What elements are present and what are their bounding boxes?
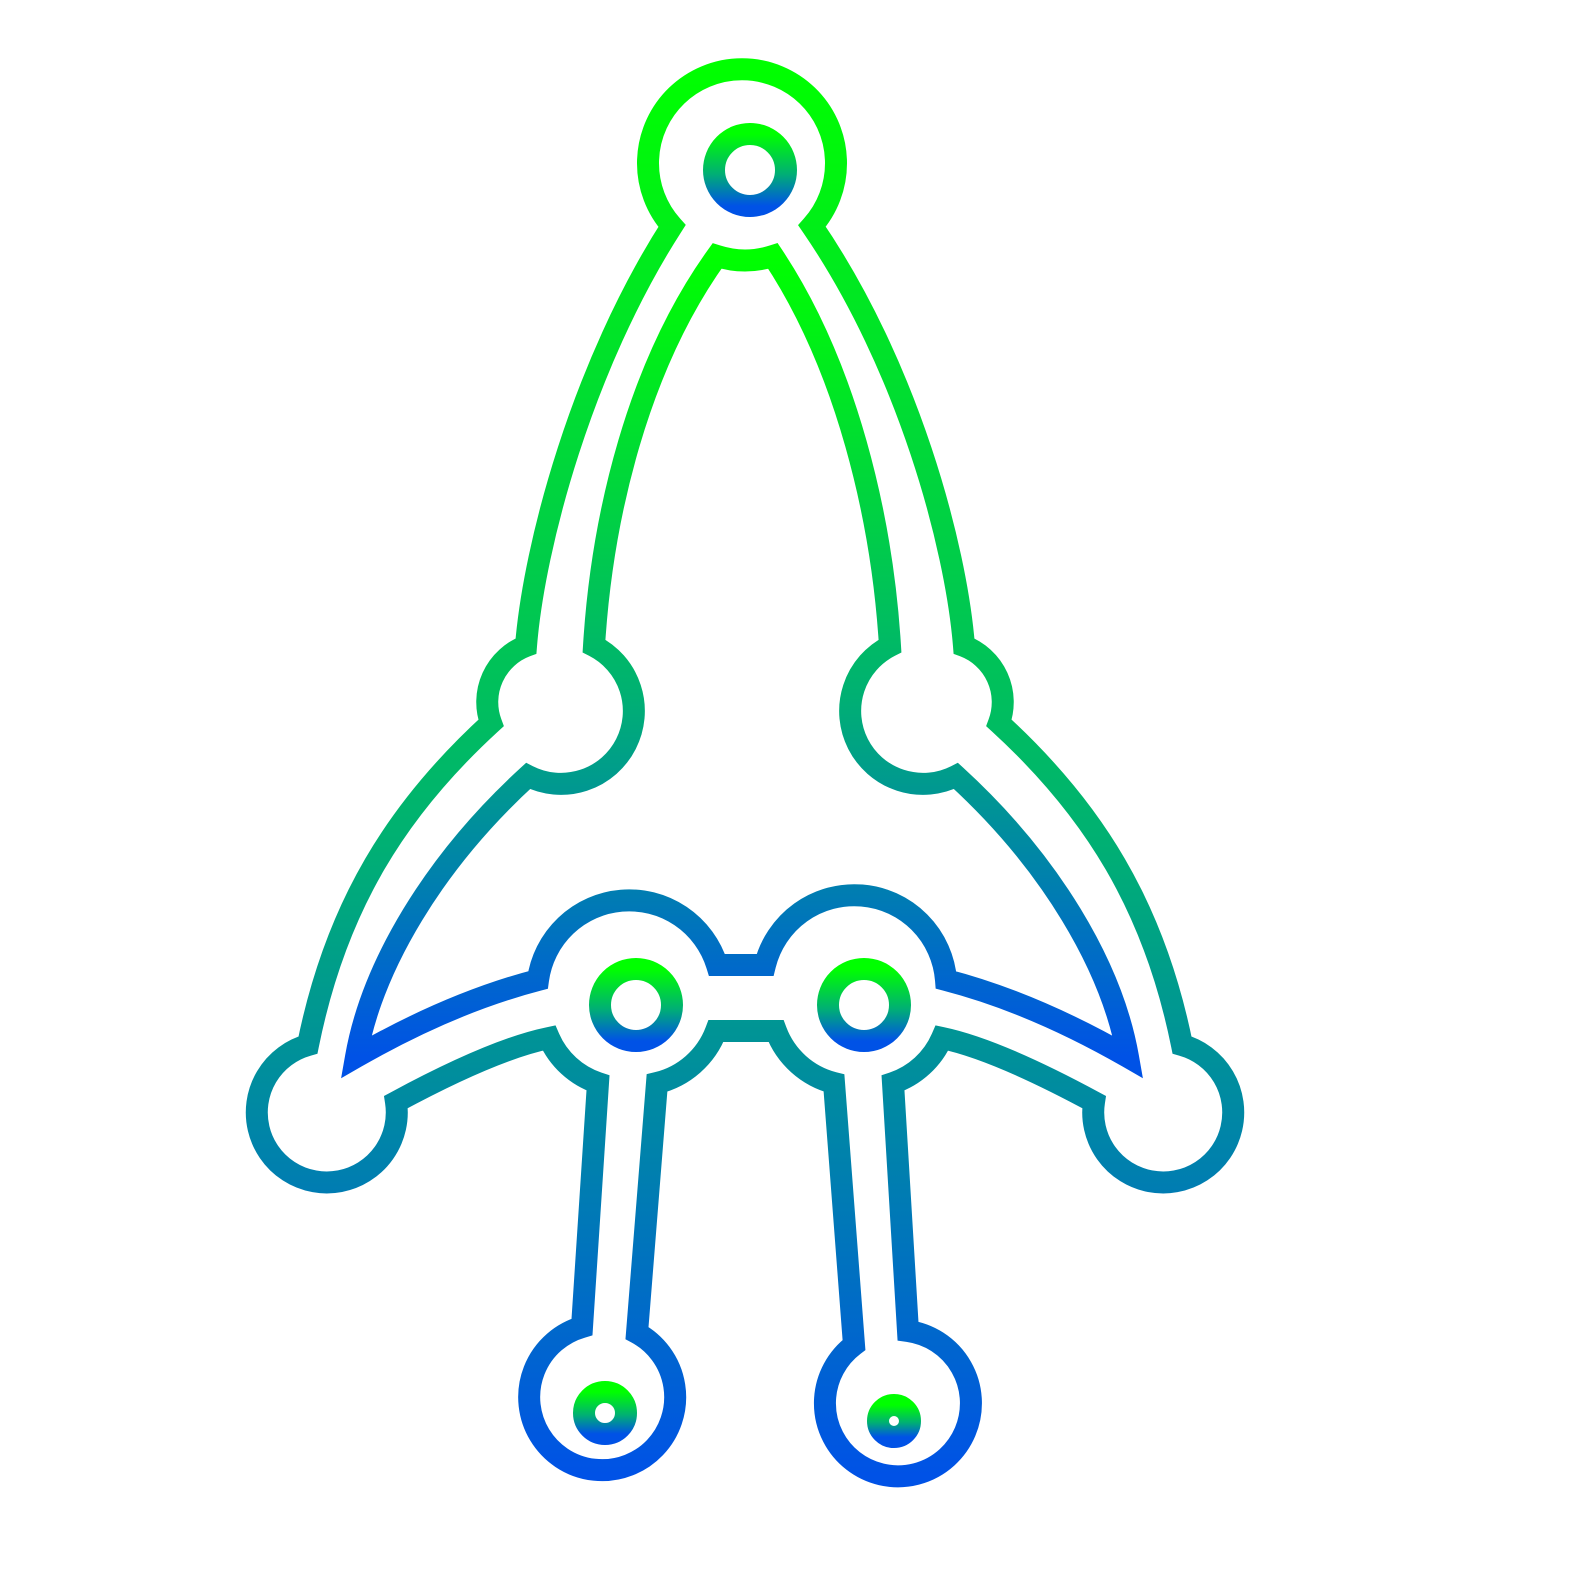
left-middle-node-ring bbox=[589, 958, 683, 1052]
bottom-left-node-ring bbox=[573, 1381, 637, 1445]
right-middle-node-ring bbox=[817, 958, 911, 1052]
bottom-right-node-ring bbox=[867, 1394, 921, 1448]
outer-outline bbox=[245, 58, 1245, 1488]
inner-outline bbox=[341, 242, 1143, 1079]
top-node-ring bbox=[703, 123, 797, 217]
